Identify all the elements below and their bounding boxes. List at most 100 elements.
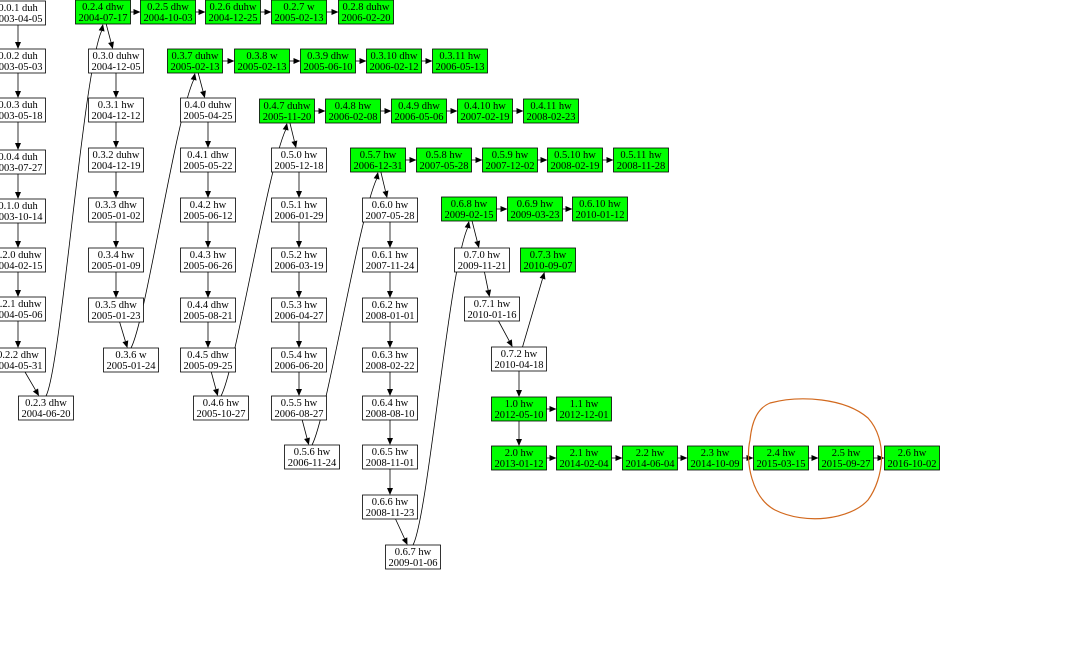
version-label: 0.7.1 hw [474,299,511,310]
date-label: 2004-02-15 [0,261,43,272]
version-label: 2.1 hw [570,448,599,459]
version-node-box [362,494,418,520]
version-label: 0.4.2 hw [190,200,227,211]
version-node-box [88,297,144,323]
version-node-box [482,147,538,173]
version-label: 0.3.5 dhw [95,300,137,311]
version-label: 0.3.1 hw [98,100,135,111]
version-node-box [338,0,394,25]
edge-arrowhead [296,341,302,348]
version-node-box [180,97,236,123]
edge-arrowhead [293,58,301,64]
version-label: 0.0.1 duh [0,3,38,14]
date-label: 2005-06-26 [184,261,233,272]
version-label: 0.2.1 duhw [0,299,42,310]
version-node-box [818,445,874,471]
version-label: 0.6.4 hw [372,398,409,409]
edge-arrowhead [113,141,119,148]
edge-n024-n025 [130,9,141,15]
edge-arrowhead [213,388,219,396]
edge-arrowhead [506,339,513,347]
version-node-box [271,0,327,25]
version-label: 0.2.6 duhw [210,2,257,13]
date-label: 2004-12-19 [92,161,141,172]
date-label: 2014-10-09 [691,459,740,470]
date-label: 2004-12-25 [209,13,258,24]
date-label: 2008-11-01 [366,458,415,469]
version-node-box [416,147,472,173]
edge-line [522,278,543,348]
date-label: 2009-03-23 [511,210,560,221]
version-label: 0.3.6 w [115,350,147,361]
version-node-box [0,296,46,322]
date-label: 2006-12-31 [354,161,403,172]
version-label: 0.2.3 dhw [25,398,67,409]
date-label: 2008-02-22 [366,361,415,372]
version-node-box [457,98,513,124]
version-node-box [88,197,144,223]
version-label: 0.3.8 w [246,51,278,62]
edge-n044-n045 [205,322,211,348]
edge-n047-n050 [289,122,298,148]
edge-n002-n003 [15,73,21,98]
edge-n055-n056 [301,419,310,445]
version-node-box [884,445,940,471]
version-label: 0.5.1 hw [281,200,318,211]
date-label: 2006-02-12 [370,62,419,73]
version-label: 0.2.8 duhw [343,2,390,13]
version-node-box [88,147,144,173]
edge-arrowhead [15,42,21,49]
edge-n052-n053 [296,272,302,298]
edge-arrowhead [200,90,206,98]
edge-arrowhead [331,9,339,15]
edge-line [380,171,386,192]
date-label: 2004-05-06 [0,310,43,321]
version-node-box [271,347,327,373]
version-label: 0.4.8 hw [335,101,372,112]
version-node-0.0.4: 0.0.4 duh2003-07-27 [0,149,46,175]
date-label: 2005-02-13 [238,62,287,73]
version-label: 0.1.0 duh [0,201,38,212]
edge-n059-n0510 [537,157,548,163]
edge-arrowhead [516,439,522,446]
edge-n064-n065 [387,420,393,445]
version-node-box [0,198,46,224]
edge-arrowhead [387,291,393,298]
version-node-box [0,149,46,175]
date-label: 2005-06-12 [184,211,233,222]
version-label: 0.2.7 w [283,2,315,13]
version-label: 0.3.7 duhw [172,51,219,62]
date-label: 2015-09-27 [822,459,871,470]
date-label: 2006-05-06 [395,112,444,123]
version-node-box [180,247,236,273]
version-node-box [0,97,46,123]
edge-n069-n0610 [562,206,573,212]
version-label: 0.6.5 hw [372,447,409,458]
edge-n037-n038 [222,58,235,64]
edge-arrowhead [122,340,129,348]
version-node-0.0.3: 0.0.3 duh2003-05-18 [0,97,46,123]
edge-arrowhead [15,341,21,348]
version-node-box [753,445,809,471]
version-node-box [362,197,418,223]
version-label: 0.4.9 dhw [398,101,440,112]
edge-arrowhead [205,341,211,348]
date-label: 2010-09-07 [524,261,573,272]
edge-line [498,320,510,342]
version-node-box [271,147,327,173]
version-node-0.0.2: 0.0.2 duh2003-05-03 [0,48,46,74]
